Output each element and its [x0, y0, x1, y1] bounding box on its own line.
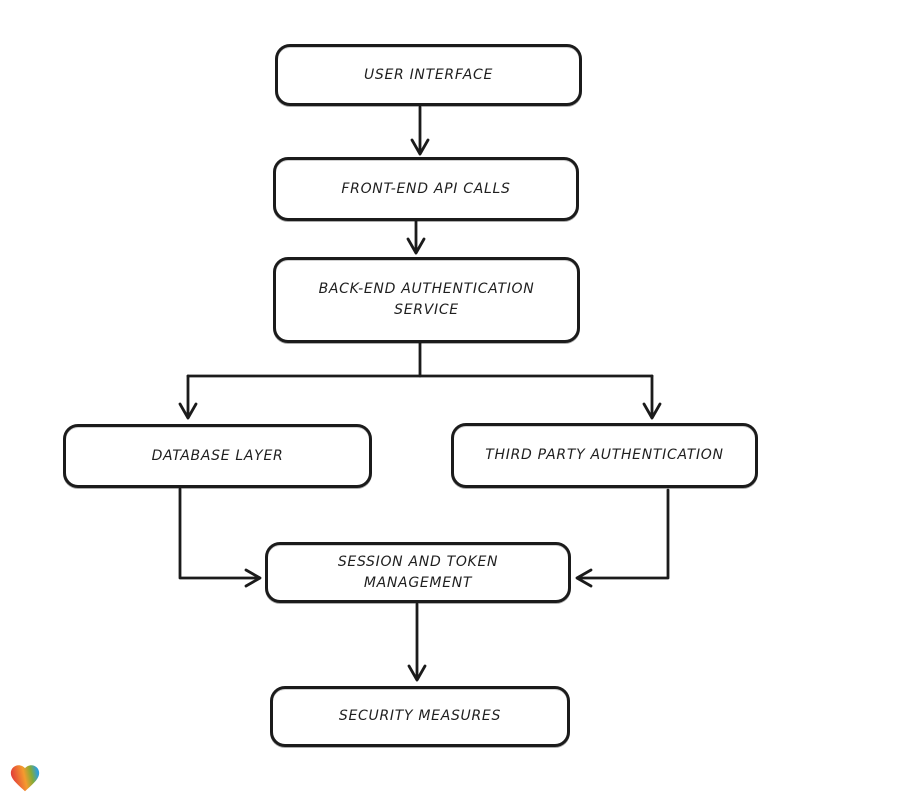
node-database-layer: DATABASE LAYER	[63, 424, 372, 488]
node-database-layer-label: DATABASE LAYER	[151, 447, 284, 464]
edge-back-end-authentication-service-to-database-layer	[178, 341, 654, 420]
node-third-party-authentication-label: THIRD PARTY AUTHENTICATION	[485, 447, 724, 463]
node-user-interface-label: USER INTERFACE	[363, 66, 494, 83]
node-user-interface: USER INTERFACE	[275, 44, 582, 106]
node-third-party-authentication: THIRD PARTY AUTHENTICATION	[451, 423, 758, 488]
edge-front-end-api-calls-to-back-end-authentication-service	[406, 219, 426, 255]
edge-user-interface-to-front-end-api-calls	[410, 105, 430, 156]
edge-session-and-token-management-to-security-measures	[407, 602, 427, 682]
node-front-end-api-calls-label: FRONT-END API CALLS	[341, 180, 511, 197]
node-front-end-api-calls: FRONT-END API CALLS	[273, 157, 579, 221]
node-session-and-token-management-label: SESSION AND TOKEN MANAGEMENT	[337, 553, 499, 591]
edge-back-end-authentication-service-to-third-party-authentication	[642, 374, 662, 420]
node-back-end-authentication-service: BACK-END AUTHENTICATION SERVICE	[273, 257, 580, 343]
edge-database-layer-to-session-and-token-management	[178, 487, 262, 588]
node-security-measures: SECURITY MEASURES	[270, 686, 570, 747]
node-back-end-authentication-service-label: BACK-END AUTHENTICATION SERVICE	[318, 281, 535, 318]
heart-logo[interactable]	[8, 761, 42, 795]
node-session-and-token-management: SESSION AND TOKEN MANAGEMENT	[265, 542, 571, 603]
edge-third-party-authentication-to-session-and-token-management	[575, 488, 670, 588]
node-security-measures-label: SECURITY MEASURES	[338, 708, 502, 724]
